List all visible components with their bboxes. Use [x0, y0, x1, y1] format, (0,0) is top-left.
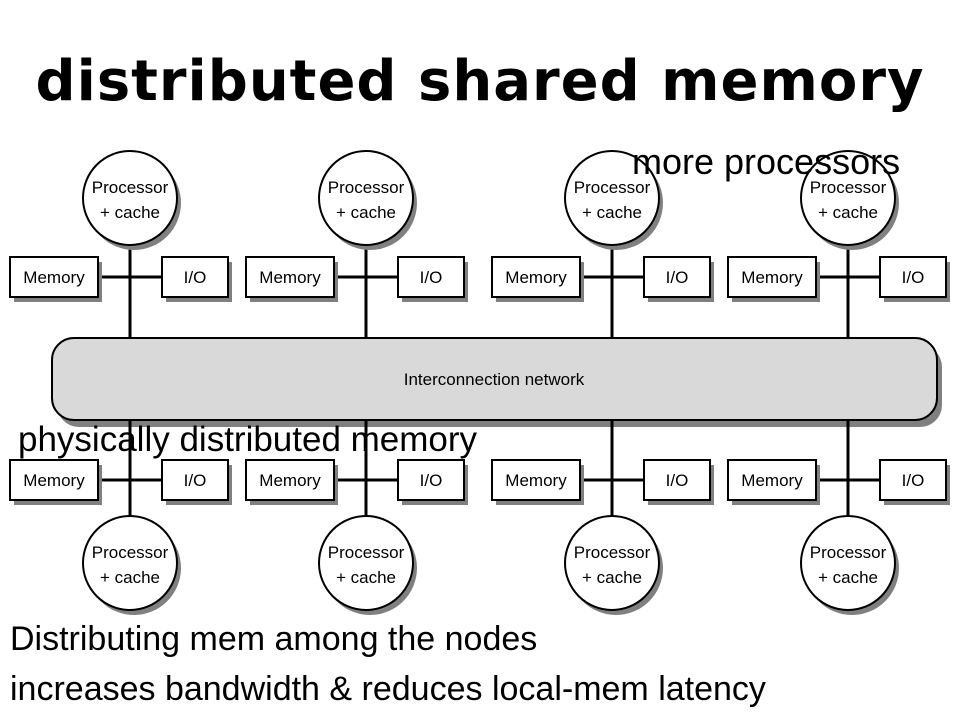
bottom-node-4: Processor + cache Memory I/O — [727, 420, 950, 615]
processor-label: Processor — [92, 178, 169, 197]
memory-box — [245, 256, 335, 298]
interconnection-network: Interconnection network — [51, 337, 942, 427]
processor-label: Processor — [92, 543, 169, 562]
bottom-node-1: Processor + cache Memory I/O — [9, 420, 232, 615]
memory-box-label: Memory — [505, 471, 567, 490]
io-box — [161, 459, 229, 501]
memory-box — [245, 459, 335, 501]
cache-label: + cache — [100, 203, 160, 222]
io-box-label: I/O — [420, 268, 443, 287]
cache-label: + cache — [100, 568, 160, 587]
memory-box — [9, 256, 99, 298]
caption-line-1: Distributing mem among the nodes — [10, 620, 538, 658]
memory-box-label: Memory — [505, 268, 567, 287]
processor-label: Processor — [810, 543, 887, 562]
memory-box — [9, 459, 99, 501]
bottom-node-2: Processor + cache Memory I/O — [245, 420, 468, 615]
io-box-label: I/O — [184, 471, 207, 490]
io-box — [643, 459, 711, 501]
io-box-label: I/O — [420, 471, 443, 490]
io-box — [643, 256, 711, 298]
processor-label: Processor — [574, 178, 651, 197]
memory-box — [727, 459, 817, 501]
io-box-label: I/O — [666, 268, 689, 287]
cache-label: + cache — [582, 203, 642, 222]
annotation-physically-distributed-memory: physically distributed memory — [18, 420, 478, 459]
processor-cache-circle — [564, 515, 660, 611]
io-box — [397, 459, 465, 501]
memory-box-label: Memory — [259, 268, 321, 287]
memory-box-label: Memory — [23, 471, 85, 490]
cache-label: + cache — [582, 568, 642, 587]
memory-box-label: Memory — [741, 268, 803, 287]
memory-box-label: Memory — [23, 268, 85, 287]
processor-cache-circle — [800, 515, 896, 611]
processor-cache-circle — [82, 515, 178, 611]
io-box-label: I/O — [666, 471, 689, 490]
io-box — [879, 459, 947, 501]
processor-cache-circle — [318, 515, 414, 611]
processor-cache-circle — [318, 150, 414, 246]
cache-label: + cache — [336, 203, 396, 222]
bottom-node-3: Processor + cache Memory I/O — [491, 420, 714, 615]
memory-box-label: Memory — [741, 471, 803, 490]
memory-box-label: Memory — [259, 471, 321, 490]
io-box-label: I/O — [902, 471, 925, 490]
memory-box — [727, 256, 817, 298]
memory-box — [491, 459, 581, 501]
network-body — [51, 337, 938, 421]
caption-line-2: increases bandwidth & reduces local-mem … — [10, 670, 766, 708]
io-box — [397, 256, 465, 298]
io-box-label: I/O — [184, 268, 207, 287]
network-label: Interconnection network — [404, 370, 585, 389]
io-box — [879, 256, 947, 298]
processor-cache-circle — [564, 150, 660, 246]
processor-cache-circle — [82, 150, 178, 246]
processor-label: Processor — [328, 178, 405, 197]
annotation-more-processors: more processors — [632, 141, 901, 182]
cache-label: + cache — [336, 568, 396, 587]
memory-box — [491, 256, 581, 298]
io-box-label: I/O — [902, 268, 925, 287]
io-box — [161, 256, 229, 298]
processor-label: Processor — [574, 543, 651, 562]
processor-label: Processor — [810, 178, 887, 197]
slide-title: distributed shared memory — [35, 49, 925, 114]
cache-label: + cache — [818, 568, 878, 587]
processor-label: Processor — [328, 543, 405, 562]
processor-cache-circle — [800, 150, 896, 246]
cache-label: + cache — [818, 203, 878, 222]
